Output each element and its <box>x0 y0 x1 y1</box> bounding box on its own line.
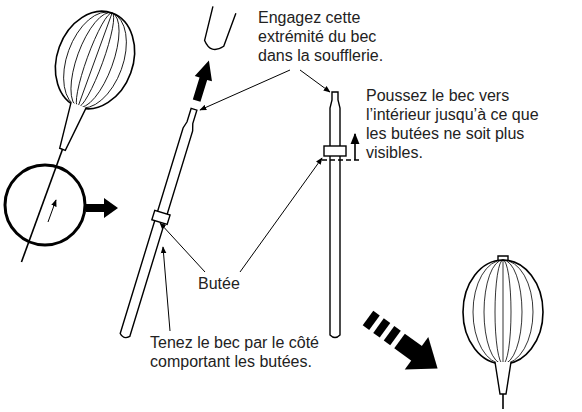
pointer-arrow <box>86 198 118 218</box>
label-box: Butée <box>198 274 268 293</box>
note-text: Tenez le bec par le côté comportant les … <box>150 333 400 371</box>
note-text: Poussez le bec vers l’intérieur jusqu’à … <box>366 86 562 162</box>
stopper <box>324 146 346 156</box>
nozzle <box>324 92 346 338</box>
level-line <box>322 159 362 160</box>
blower-bulb <box>463 256 543 409</box>
blower-bulb <box>0 0 148 275</box>
push-arrow <box>48 200 56 222</box>
label-box: Tenez le bec par le côté comportant les … <box>150 333 400 371</box>
magnifier-circle <box>5 165 85 245</box>
note-text: Butée <box>198 274 268 293</box>
label-box: Engagez cette extrémité du bec dans la s… <box>258 8 408 65</box>
note-text: Engagez cette extrémité du bec dans la s… <box>258 8 408 65</box>
label-box: Poussez le bec vers l’intérieur jusqu’à … <box>366 86 562 162</box>
push-arrow <box>354 134 356 160</box>
direction-arrow <box>356 302 449 385</box>
insert-arrow <box>188 58 217 103</box>
blower-socket <box>201 6 236 52</box>
leader-lines <box>160 70 330 331</box>
stopper <box>152 210 170 224</box>
